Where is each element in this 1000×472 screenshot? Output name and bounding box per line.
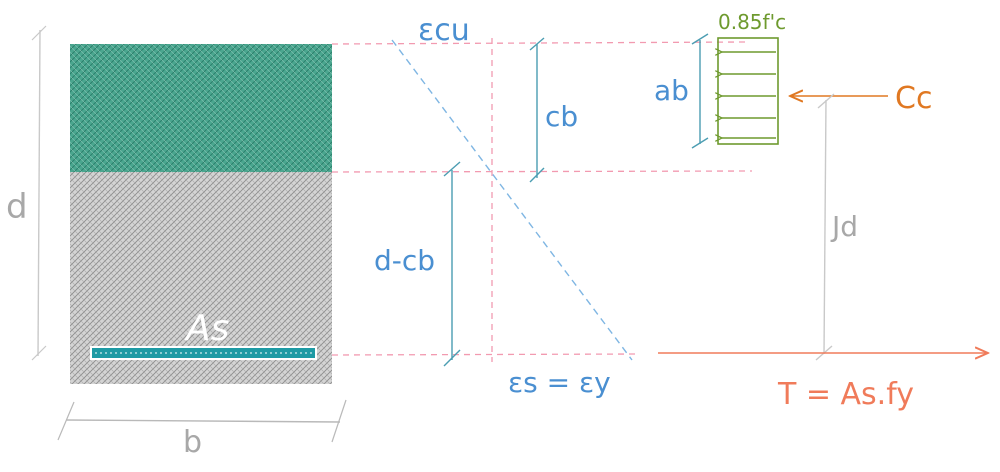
compression-force-label: Cc — [895, 81, 932, 116]
neutral-axis-dimension — [529, 37, 545, 183]
stress-block-depth-label: ab — [654, 74, 689, 107]
beam-section: As — [70, 44, 332, 384]
lever-arm-label: Jd — [830, 210, 858, 243]
steel-strain-label: εs = εy — [508, 366, 611, 399]
stress-block-depth-dimension — [691, 33, 709, 149]
guide-lines — [331, 38, 753, 362]
stress-label: 0.85f'c — [718, 10, 786, 34]
strain-line — [391, 39, 633, 361]
tension-depth-label: d-cb — [374, 244, 435, 277]
steel-bar — [90, 346, 317, 360]
concrete-strain-label: εcu — [418, 13, 470, 48]
stress-block: 0.85f'c — [718, 10, 786, 145]
depth-label: d — [6, 187, 28, 227]
width-label: b — [183, 425, 202, 460]
neutral-axis-label: cb — [545, 100, 578, 133]
steel-area-label: As — [184, 308, 229, 349]
tension-force-label: T = As.fy — [777, 377, 914, 412]
compression-zone — [70, 44, 332, 172]
depth-dimension: d — [6, 25, 47, 361]
width-dimension: b — [57, 399, 347, 460]
tension-depth-dimension — [443, 161, 461, 367]
